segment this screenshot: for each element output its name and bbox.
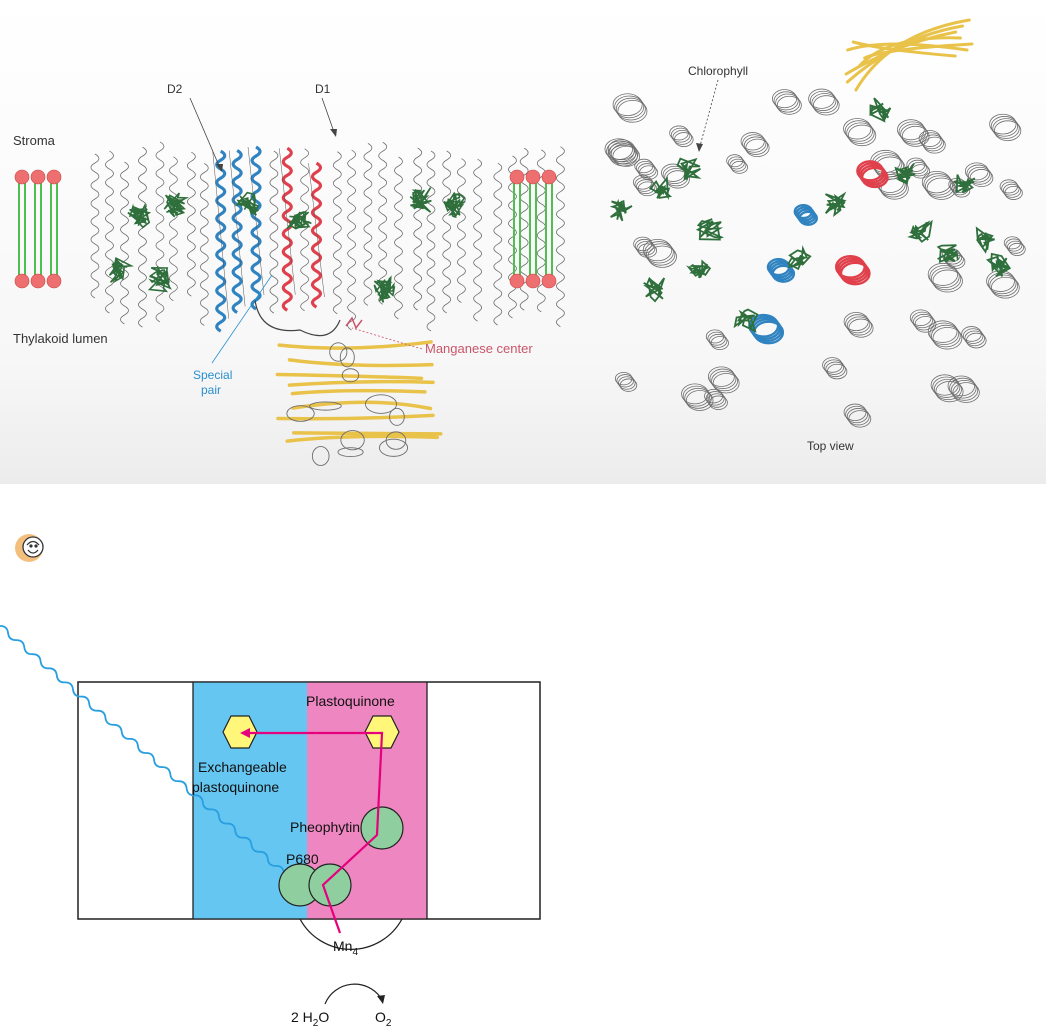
structure-background [0,0,1046,484]
p680-label: P680 [286,851,319,867]
top-view-label: Top view [807,439,854,453]
d2-label: D2 [167,82,183,96]
special-pair-label: Special [193,368,232,382]
oxygen-label: O2 [375,1009,392,1027]
lipid-head [526,170,540,184]
lipid-head [542,274,556,288]
exchangeable-plastoquinone-label-line2: plastoquinone [192,779,279,795]
d1-label: D1 [315,82,331,96]
electron-transfer-diagram: Plastoquinone Exchangeable plastoquinone… [0,626,540,1027]
plastoquinone-label: Plastoquinone [306,693,395,709]
lipid-head [542,170,556,184]
oxygen-arrowhead [377,995,385,1004]
lipid-head [526,274,540,288]
lipid-head [510,170,524,184]
special-pair-label-line2: pair [201,383,221,397]
lipid-head [47,274,61,288]
structure-panel: Stroma Thylakoid lumen D2 D1 Special pai… [0,0,1046,484]
chlorophyll-label: Chlorophyll [688,64,748,78]
helix [217,151,225,331]
lipid-head [31,170,45,184]
lipid-head [15,274,29,288]
manganese-cluster-label: Mn4 [333,938,358,958]
water-label: 2 H2O [291,1009,329,1027]
beta-strand [294,433,441,434]
exchangeable-plastoquinone-label: Exchangeable [198,759,287,775]
thylakoid-lumen-label: Thylakoid lumen [13,331,108,346]
lipid-head [15,170,29,184]
animation-icon[interactable] [15,534,43,562]
lipid-head [47,170,61,184]
manganese-center-label: Manganese center [425,341,533,356]
lipid-head [31,274,45,288]
water-to-oxygen-arrow [325,984,381,1004]
lipid-head [510,274,524,288]
p680-chlorophyll-right [309,864,351,906]
pheophytin-label: Pheophytin [290,819,360,835]
stroma-label: Stroma [13,133,56,148]
